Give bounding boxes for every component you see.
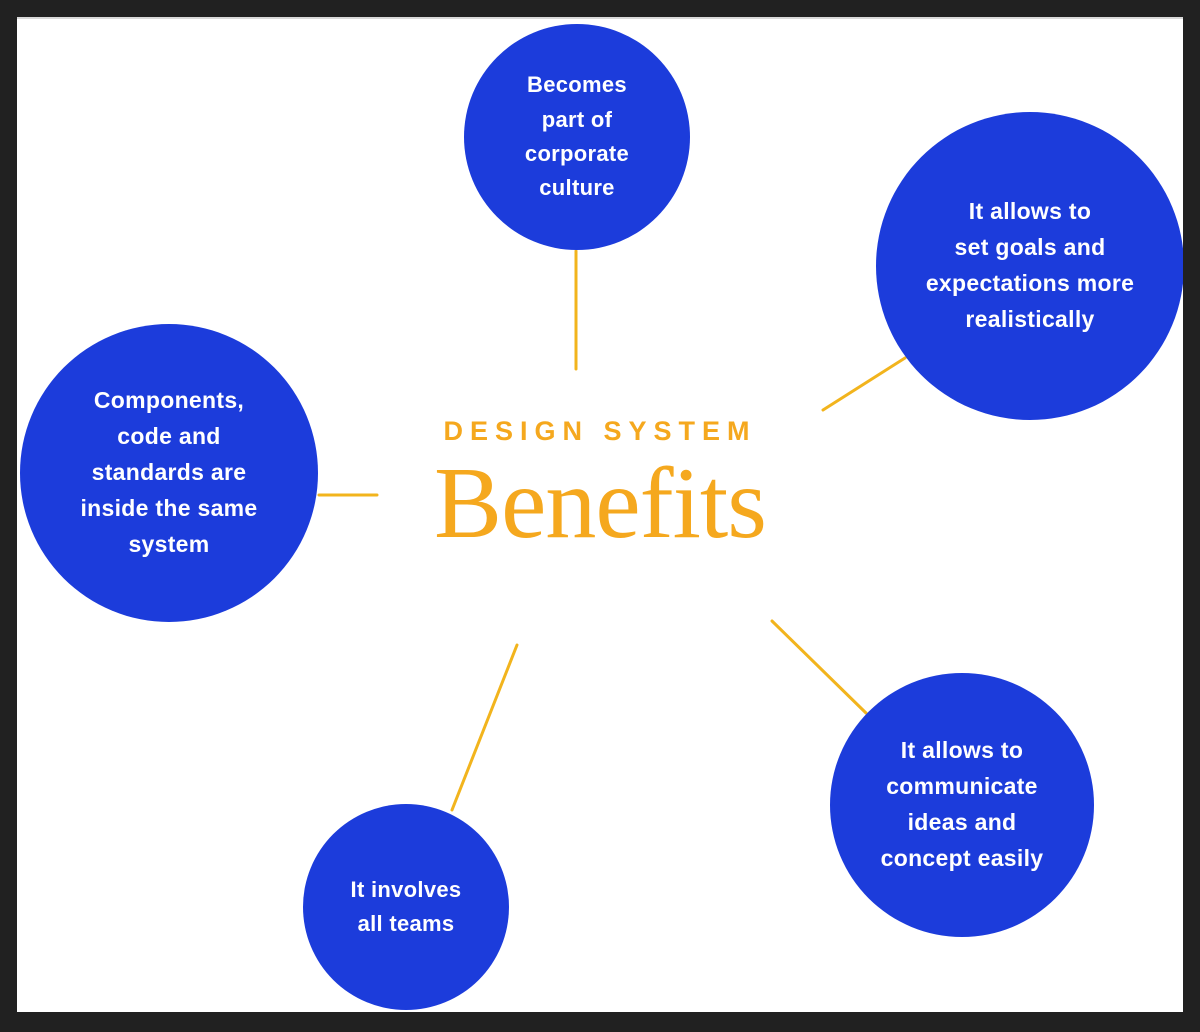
diagram-canvas: DESIGN SYSTEM Benefits Becomes part of c… — [17, 17, 1183, 1012]
node-label: It allows to communicate ideas and conce… — [880, 737, 1044, 871]
center-title: DESIGN SYSTEM Benefits — [390, 418, 810, 555]
connector-top-right — [821, 356, 907, 412]
node-label: It allows to set goals and expectations … — [925, 198, 1135, 332]
node-corporate-culture: Becomes part of corporate culture — [464, 24, 690, 250]
connector-bottom-right — [770, 619, 868, 715]
title-eyebrow: DESIGN SYSTEM — [443, 416, 757, 446]
node-involves-teams: It involves all teams — [303, 804, 509, 1010]
node-label: Components, code and standards are insid… — [80, 387, 258, 557]
node-communicate-ideas: It allows to communicate ideas and conce… — [830, 673, 1094, 937]
node-label: Becomes part of corporate culture — [524, 72, 630, 201]
page-title: Benefits — [434, 447, 767, 560]
node-same-system: Components, code and standards are insid… — [20, 324, 318, 622]
node-label: It involves all teams — [350, 876, 462, 936]
node-goals-expectations: It allows to set goals and expectations … — [876, 112, 1183, 420]
connector-bottom-left — [450, 643, 519, 812]
